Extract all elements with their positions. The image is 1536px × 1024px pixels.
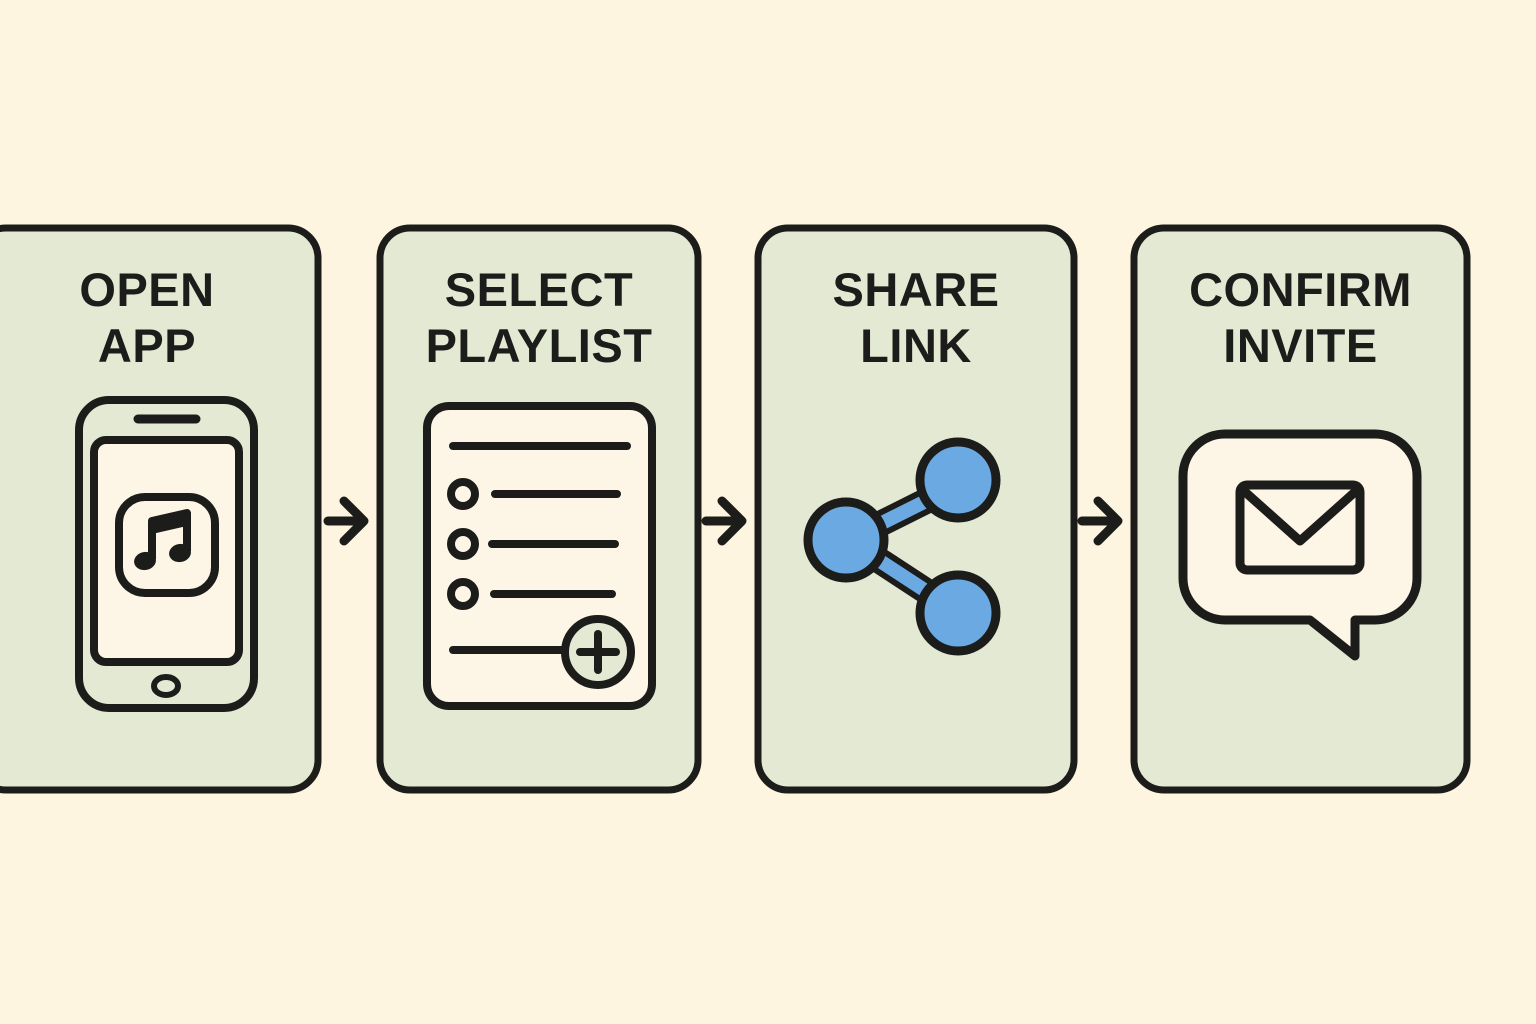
speech-bubble-envelope-icon	[1178, 429, 1422, 661]
step-card-share-link[interactable]	[754, 224, 1078, 794]
share-nodes-icon	[803, 437, 1001, 656]
arrow-right-icon-3	[1077, 496, 1123, 546]
share-node-top	[915, 437, 1001, 523]
playlist-document-add-icon	[423, 402, 656, 710]
share-node-left	[803, 497, 889, 583]
playlist-bullet-1	[447, 478, 479, 510]
playlist-bullet-2	[447, 528, 479, 560]
music-note-glyph	[134, 509, 191, 571]
step-card-select-playlist[interactable]	[376, 224, 702, 794]
playlist-bullet-3	[447, 578, 479, 610]
arrow-right-icon-2	[701, 496, 747, 546]
envelope-flap	[1239, 486, 1361, 546]
music-app-tile	[115, 493, 219, 597]
phone-home-button	[151, 674, 181, 698]
share-node-bottom	[915, 570, 1001, 656]
step-card-open-app[interactable]	[0, 224, 322, 794]
add-playlist-button[interactable]	[561, 615, 635, 689]
smartphone-music-icon	[75, 396, 258, 712]
step-card-confirm-invite[interactable]	[1130, 224, 1471, 794]
arrow-right-icon-1	[323, 496, 369, 546]
envelope-body	[1235, 480, 1365, 575]
